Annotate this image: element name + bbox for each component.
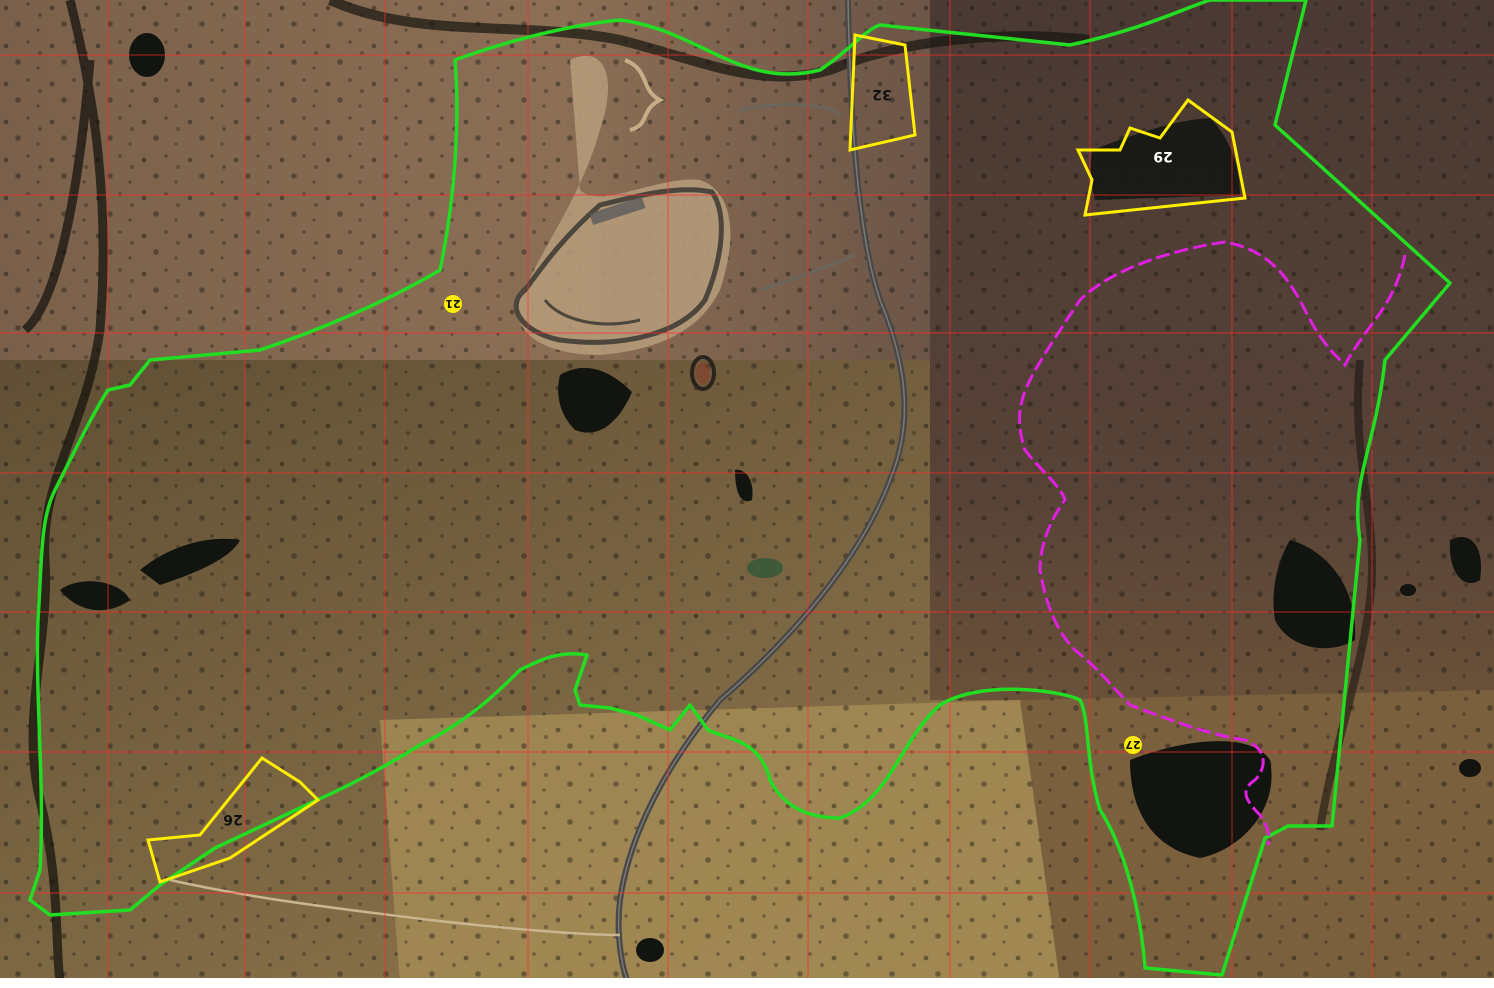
creek-west (21, 0, 108, 984)
dam-4 (140, 538, 240, 585)
dam-green (747, 558, 783, 578)
motocross-trails (624, 58, 665, 132)
bottom-margin (0, 978, 1494, 983)
site-label-26: 26 (223, 811, 242, 827)
dam-11 (1400, 584, 1416, 596)
race-track (513, 187, 724, 345)
farm-road (169, 878, 621, 937)
site-26-boundary (146, 756, 321, 884)
dam-9 (636, 938, 664, 962)
point-marker-21-dot (444, 295, 462, 313)
creek-east (1316, 359, 1377, 831)
site-label-29: 29 (1153, 148, 1172, 164)
raceway-complex (513, 55, 731, 391)
dam-3 (1130, 741, 1272, 858)
race-track-infield-loop (543, 299, 641, 326)
point-marker-27-label: 27 (1125, 738, 1140, 751)
site-29-boundary (1075, 97, 1247, 217)
water-bodies (60, 33, 1481, 962)
dam-2 (1273, 540, 1356, 649)
highway-median (617, 0, 906, 984)
dam-6 (735, 469, 753, 502)
dam-10 (1459, 759, 1481, 777)
skid-pan (690, 355, 716, 391)
dam-29-water (1090, 118, 1240, 200)
pit-buildings (589, 196, 646, 226)
pink-dashed-boundary (1018, 240, 1407, 846)
site-32-boundary (848, 33, 917, 152)
point-marker-27: 27 (1124, 736, 1142, 754)
study-area-boundary (28, 0, 1452, 977)
access-road (739, 103, 856, 292)
site-label-32: 32 (872, 86, 891, 102)
point-marker-21-label: 21 (445, 297, 460, 310)
skid-pan-fill (696, 362, 710, 384)
dam-1 (558, 367, 632, 433)
point-marker-27-dot (1124, 736, 1142, 754)
creek-north (327, 0, 1091, 82)
point-marker-21: 21 (444, 295, 462, 313)
dam-7 (1449, 536, 1481, 584)
dam-5 (60, 581, 130, 611)
